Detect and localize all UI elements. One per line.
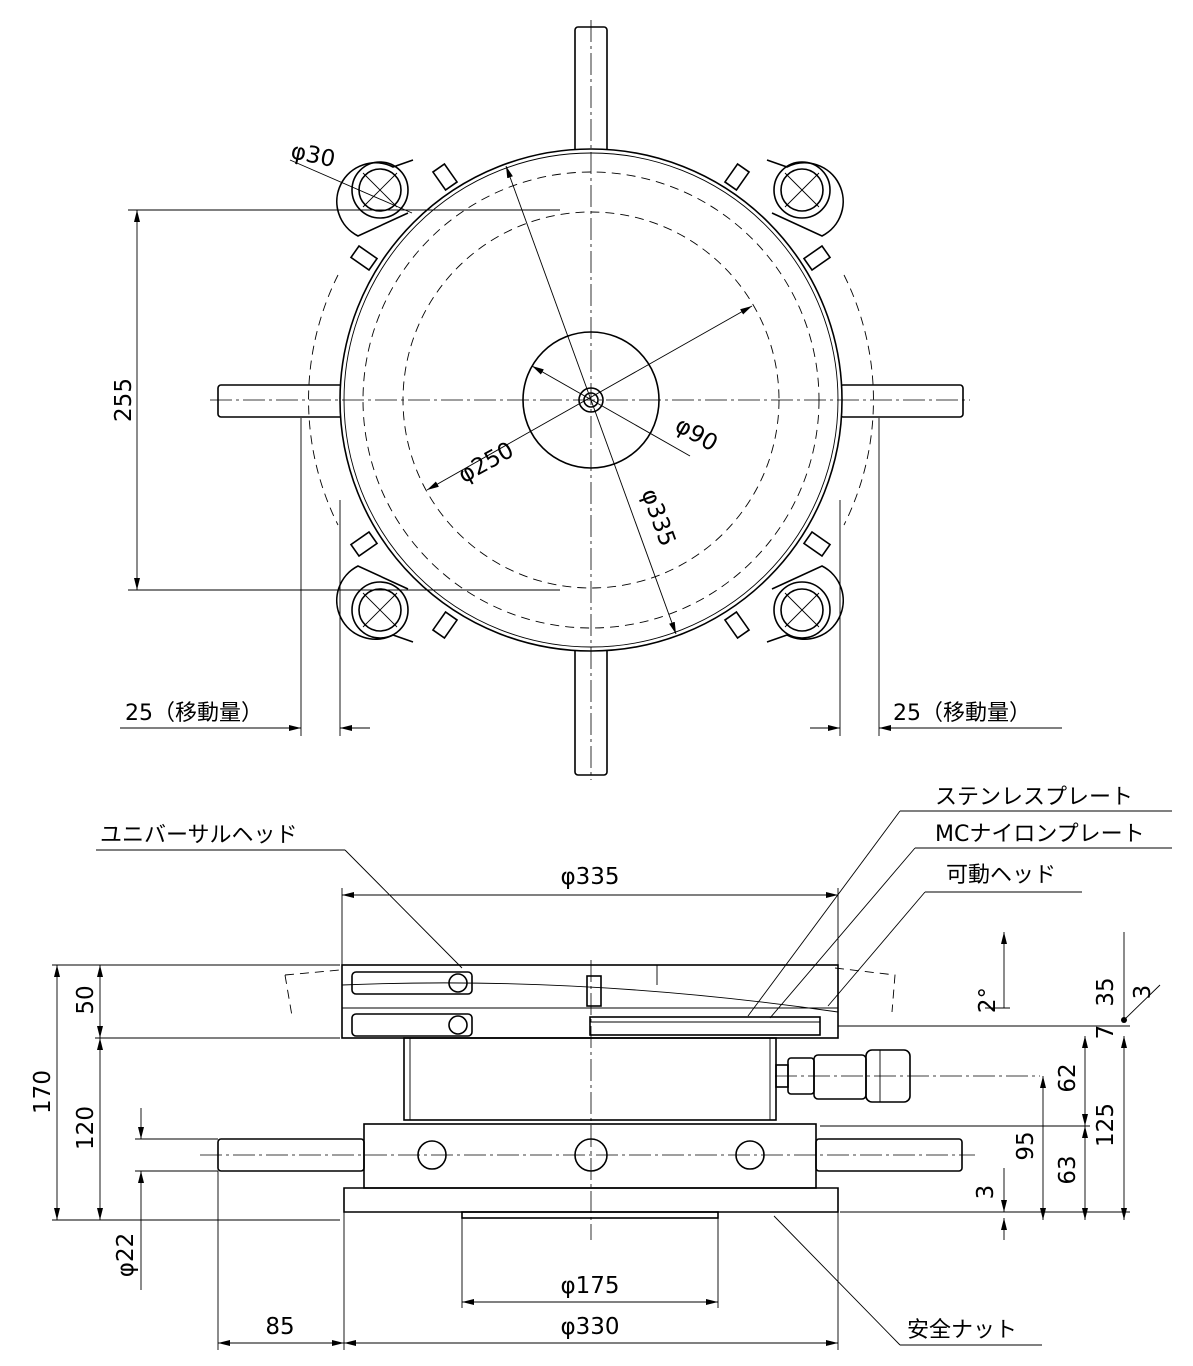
leader-universal — [344, 849, 463, 969]
label-movable-head: 可動ヘッド — [946, 863, 1056, 888]
safety-nut — [461, 1211, 719, 1219]
label-phi330: φ330 — [560, 1314, 619, 1340]
bolt-lug-tr — [766, 159, 844, 237]
label-stainless-plate: ステンレスプレート — [935, 785, 1133, 810]
screw-lower — [448, 1015, 468, 1035]
label-120: 120 — [73, 1106, 99, 1150]
clamp-bar-lower — [351, 1013, 473, 1037]
handle-right — [839, 384, 964, 418]
upper-head-curve — [341, 982, 839, 1013]
label-85: 85 — [265, 1314, 294, 1340]
clamp-bar-upper — [351, 971, 473, 995]
label-phi22: φ22 — [113, 1233, 139, 1277]
label-phi30: φ30 — [289, 138, 338, 173]
label-35: 35 — [1093, 977, 1119, 1006]
label-63: 63 — [1055, 1155, 1081, 1184]
label-phi175: φ175 — [560, 1273, 619, 1299]
base-block — [363, 1123, 817, 1189]
tilt-outline — [284, 967, 896, 1017]
label-170: 170 — [30, 1070, 56, 1114]
label-62: 62 — [1055, 1063, 1081, 1092]
label-7: 7 — [1093, 1025, 1119, 1040]
bolt-lug-br — [766, 565, 844, 643]
dim-line-phi90 — [531, 365, 691, 457]
bolt-lug-bl — [336, 565, 414, 643]
cylinder-body — [403, 1037, 777, 1121]
travel-arc-right — [843, 274, 874, 526]
label-255: 255 — [111, 378, 137, 422]
rim-bolts — [349, 162, 832, 640]
pin — [586, 975, 602, 1007]
label-travel-right: 25（移動量） — [893, 701, 1031, 726]
leader-safety-nut — [773, 1215, 901, 1346]
label-50: 50 — [73, 985, 99, 1014]
mc-nylon-plate — [589, 1016, 821, 1036]
travel-arc-left — [308, 274, 339, 526]
label-safety-nut: 安全ナット — [907, 1318, 1017, 1343]
label-universal-head: ユニバーサルヘッド — [100, 823, 298, 848]
leader-stainless — [747, 810, 901, 1017]
handle-left — [217, 384, 344, 418]
dim-line-phi30 — [289, 159, 413, 214]
screw-upper — [448, 973, 468, 993]
bolt-lug-tl — [336, 159, 414, 237]
side-view: ステンレスプレート MCナイロンプレート 可動ヘッド ユニバーサルヘッド φ33… — [30, 785, 1172, 1350]
label-95: 95 — [1013, 1131, 1039, 1160]
leader-3-top — [1123, 984, 1161, 1021]
top-view: φ30 φ335 φ250 φ90 255 25（移動量） 25（移動量） — [111, 20, 1062, 780]
label-angle: 2° — [975, 987, 1001, 1013]
label-125: 125 — [1093, 1103, 1119, 1147]
leader-mc — [769, 847, 916, 1019]
label-travel-left: 25（移動量） — [125, 701, 263, 726]
label-3-bottom: 3 — [973, 1185, 999, 1200]
label-phi335-side: φ335 — [560, 864, 619, 890]
leader-movable — [827, 891, 926, 1007]
label-3-top: 3 — [1130, 985, 1156, 1000]
dim-line-phi250 — [426, 305, 753, 491]
label-mc-nylon-plate: MCナイロンプレート — [935, 822, 1145, 847]
